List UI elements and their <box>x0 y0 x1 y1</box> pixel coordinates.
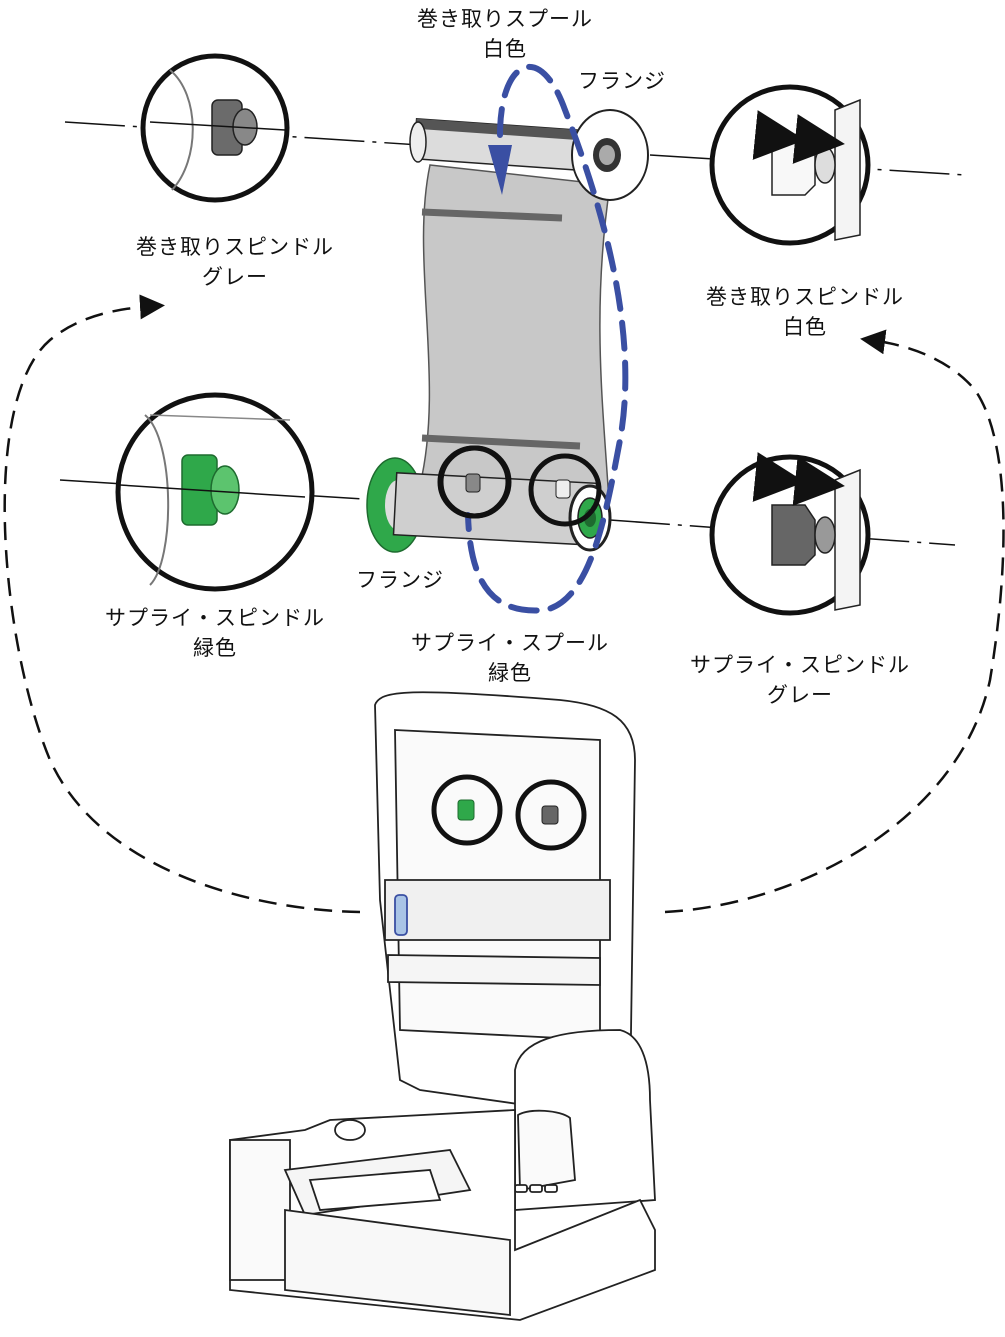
printer-green-spindle <box>457 799 475 821</box>
label-takeup-spool: 巻き取りスプール 白色 <box>395 4 615 64</box>
rotation-arrow <box>465 63 629 614</box>
label-takeup-spindle-gray: 巻き取りスピンドル グレー <box>115 232 355 292</box>
label-supply-spool-line1: サプライ・スプール <box>411 631 609 655</box>
label-supply-spindle-green: サプライ・スピンドル 緑色 <box>85 603 345 663</box>
label-supply-spindle-gray: サプライ・スピンドル グレー <box>670 650 930 710</box>
label-takeup-spindle-white-line2: 白色 <box>783 315 827 339</box>
label-supply-spool-line2: 緑色 <box>488 661 532 685</box>
printer-marker-takeup-white <box>528 453 602 527</box>
label-supply-spindle-gray-line2: グレー <box>767 683 833 707</box>
callout-takeup-white <box>709 84 871 246</box>
label-flange-top: フランジ <box>578 69 666 93</box>
printer-white-takeup-spindle <box>555 479 571 499</box>
callout-supply-green <box>115 392 315 592</box>
label-supply-spindle-gray-line1: サプライ・スピンドル <box>690 653 910 677</box>
callout-supply-gray <box>709 452 871 616</box>
printer-marker-supply-green <box>431 774 503 846</box>
dashed-callout-arrow-left <box>3 294 361 914</box>
label-supply-spindle-green-line2: 緑色 <box>193 636 237 660</box>
label-flange-bottom: フランジ <box>356 568 444 592</box>
label-takeup-spool-line2: 白色 <box>483 37 527 61</box>
rotation-arrow-head <box>488 145 512 195</box>
label-supply-spool: サプライ・スプール 緑色 <box>390 628 630 688</box>
dashed-callout-arrow-right <box>664 329 1005 914</box>
ribbon-panel-bar <box>421 208 563 222</box>
label-takeup-spindle-white-line1: 巻き取りスピンドル <box>706 285 904 309</box>
callout-takeup-gray <box>140 53 290 203</box>
label-takeup-spindle-white: 巻き取りスピンドル 白色 <box>685 282 925 342</box>
label-takeup-spindle-gray-line2: グレー <box>202 265 268 289</box>
label-takeup-spindle-gray-line1: 巻き取りスピンドル <box>136 235 334 259</box>
label-supply-spindle-green-line1: サプライ・スピンドル <box>105 606 325 630</box>
printer-marker-takeup-gray <box>438 445 512 519</box>
ribbon-panel-bar <box>421 434 581 450</box>
label-takeup-spool-line1: 巻き取りスプール <box>417 7 593 31</box>
printer-gray-spindle <box>541 805 559 825</box>
printer-marker-supply-gray <box>515 779 587 851</box>
printer-gray-takeup-spindle <box>465 473 481 493</box>
